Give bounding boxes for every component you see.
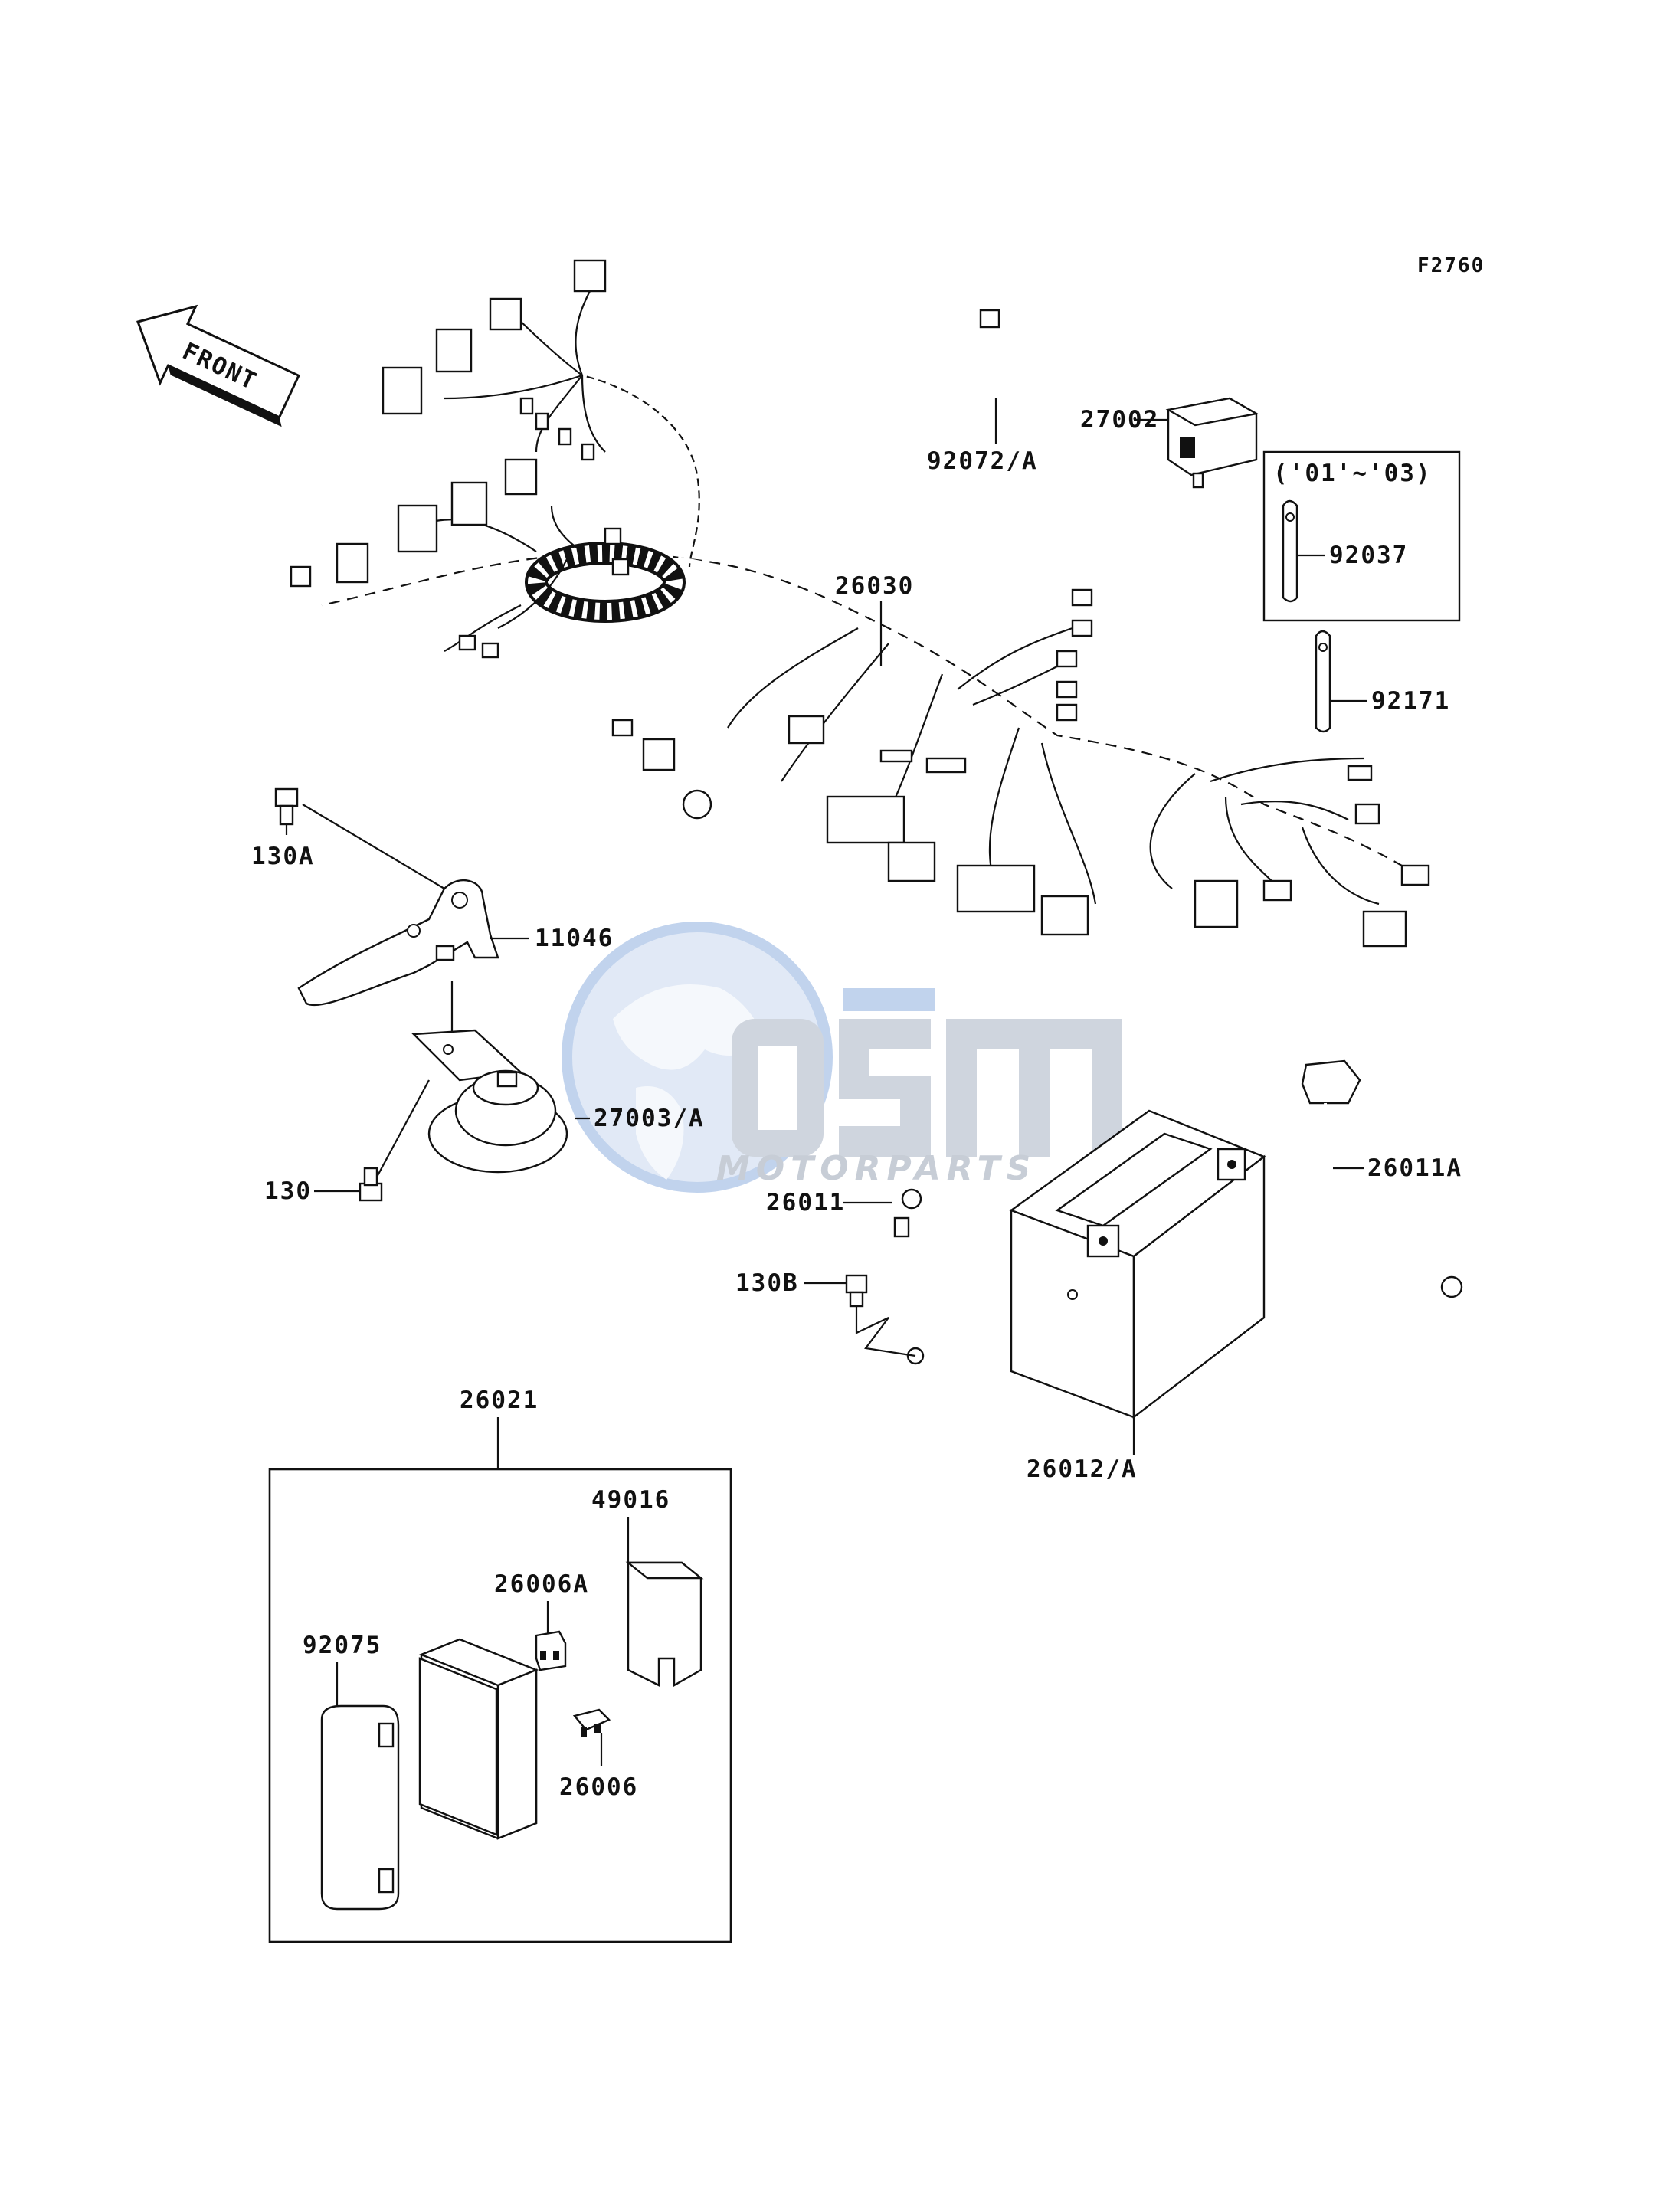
lead-pos: [1301, 1059, 1463, 1311]
label-fuse: 26006: [559, 1773, 638, 1801]
band: [956, 306, 1020, 399]
label-cover: 49016: [591, 1486, 670, 1514]
watermark: MOTORPARTS: [562, 922, 1122, 1193]
label-relay: 27002: [1080, 406, 1159, 434]
cover: [625, 1561, 704, 1688]
year-range-box: [1262, 450, 1461, 622]
label-band: 92072/A: [927, 447, 1038, 475]
bolt-a: [274, 787, 299, 826]
horn: [411, 1029, 568, 1174]
fuse-box: [418, 1638, 539, 1840]
fuse-a: [535, 1630, 567, 1671]
label-lead-neg: 26011: [766, 1189, 845, 1216]
bracket: [297, 879, 499, 1007]
label-bolt: 130: [264, 1177, 312, 1205]
wiring-harness: [290, 259, 1430, 948]
watermark-tagline: MOTORPARTS: [716, 1149, 1036, 1188]
label-horn: 27003/A: [594, 1105, 705, 1132]
clamp-b: [1315, 630, 1331, 733]
watermark-logo: [732, 988, 1122, 1157]
battery: [1009, 1109, 1266, 1419]
front-arrow-icon: FRONT: [136, 304, 300, 427]
label-bolt-b: 130B: [735, 1269, 799, 1297]
label-battery: 26012/A: [1027, 1455, 1138, 1483]
label-lead-pos: 26011A: [1367, 1154, 1462, 1182]
fuse: [572, 1708, 611, 1737]
lead-neg: [884, 1188, 947, 1365]
fuse-box-frame: [268, 1468, 732, 1943]
cap: [320, 1704, 400, 1911]
label-clamp-b: 92171: [1371, 687, 1450, 715]
clamp-a: [1282, 499, 1298, 603]
diagram-code: F2760: [1417, 254, 1485, 277]
label-cap: 92075: [303, 1632, 382, 1659]
bolt-b: [845, 1274, 868, 1308]
year-range-label: ('01'~'03): [1273, 460, 1432, 487]
label-bolt-a: 130A: [251, 843, 315, 870]
relay: [1165, 397, 1259, 489]
label-fuse-a: 26006A: [494, 1570, 589, 1598]
label-clamp-a: 92037: [1329, 542, 1408, 569]
label-harness: 26030: [835, 572, 914, 600]
label-bracket: 11046: [535, 925, 614, 952]
label-fuse-box-assy: 26021: [460, 1387, 539, 1414]
